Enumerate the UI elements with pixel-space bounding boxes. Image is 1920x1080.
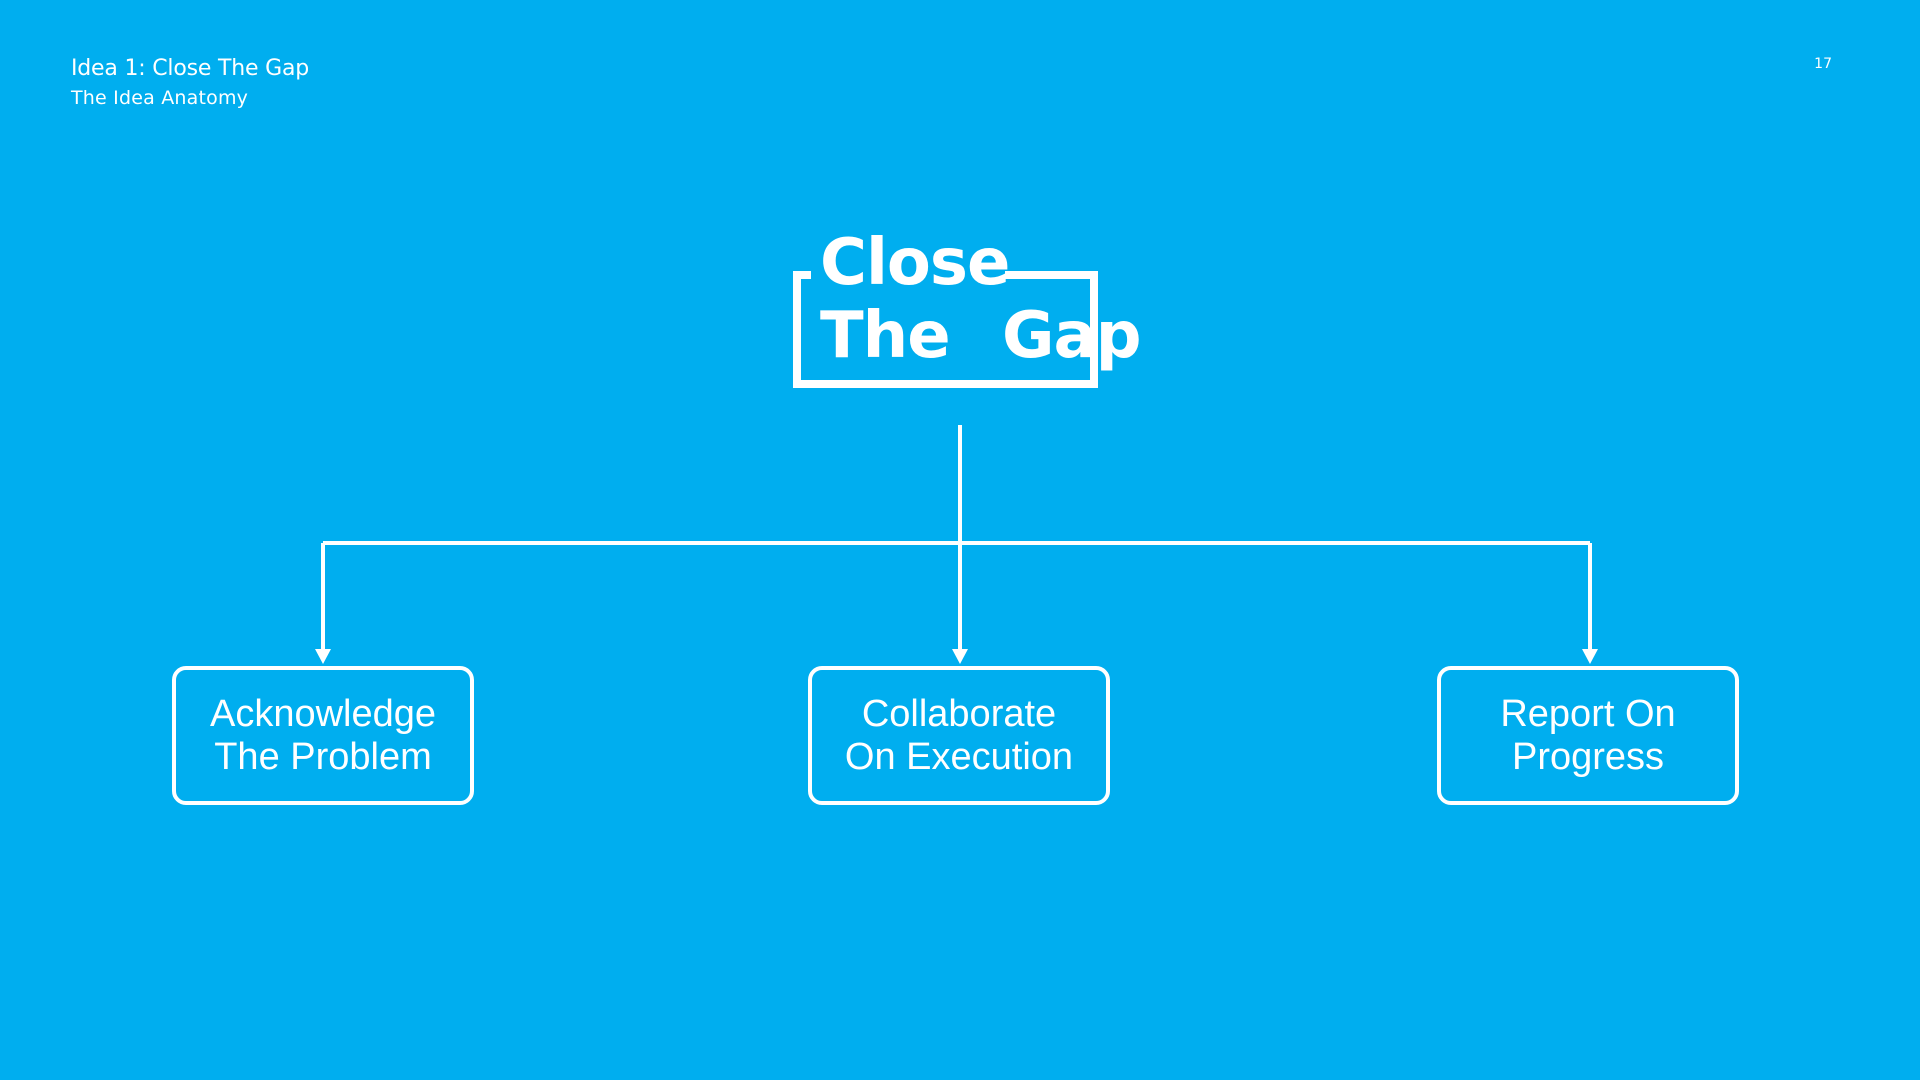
node-label-line1: Collaborate [861,692,1057,735]
slide-subtitle: The Idea Anatomy [71,87,249,109]
slide-header: Idea 1: Close The Gap The Idea Anatomy [71,54,309,112]
node-acknowledge-the-problem: Acknowledge The Problem [172,666,474,805]
slide-title: Idea 1: Close The Gap [71,56,309,81]
logo-dash [1005,271,1093,279]
node-report-on-progress: Report On Progress [1437,666,1739,805]
node-label-line2: On Execution [844,735,1074,778]
close-the-gap-logo: Close The Gap [790,226,1142,396]
node-label-line1: Acknowledge [209,692,437,735]
node-collaborate-on-execution: Collaborate On Execution [808,666,1110,805]
logo-word-the: The [820,299,951,373]
node-label-line2: The Problem [214,735,432,778]
arrow-down-icon [1582,543,1598,664]
logo-word-gap: Gap [1002,299,1142,373]
logo-bracket-frame [793,271,1098,388]
node-label-line1: Report On [1500,692,1676,735]
logo-bracket-tick [793,271,811,279]
node-label-line2: Progress [1511,735,1665,778]
arrow-down-icon [315,543,331,664]
logo-word-close: Close [820,226,1010,300]
arrow-down-icon [952,543,968,664]
page-number: 17 [1814,56,1832,72]
